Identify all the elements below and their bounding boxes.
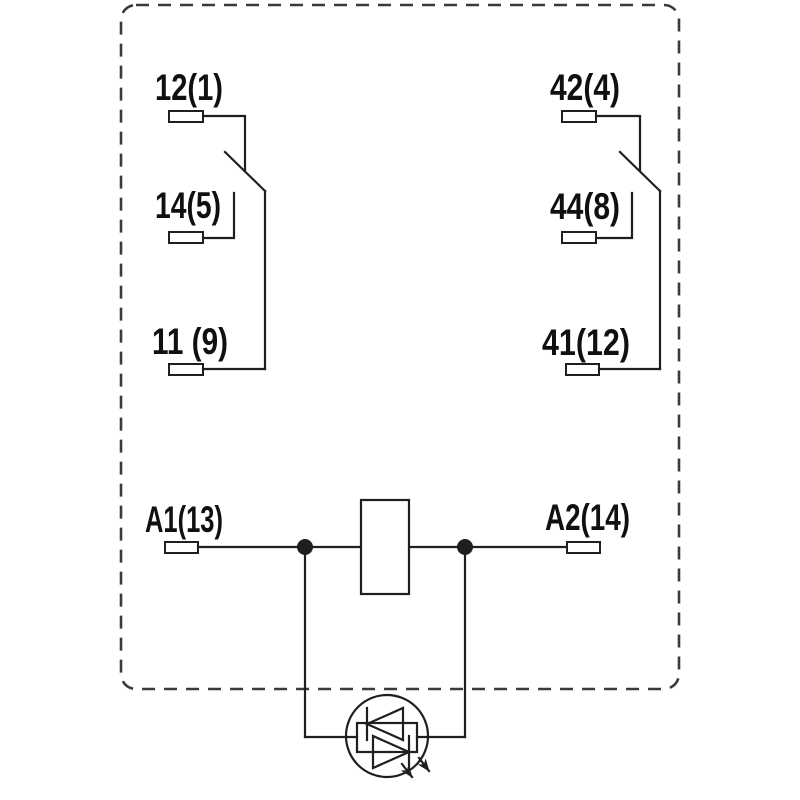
led-emission-arrow-icon — [417, 756, 431, 773]
terminal-label-11: 11 (9) — [152, 321, 228, 362]
terminal-label-41: 41(12) — [542, 322, 630, 363]
coil-symbol — [359, 498, 411, 596]
wire-nc-contact-2 — [594, 114, 642, 172]
terminal-label-a2: A2(14) — [545, 497, 630, 538]
terminal-pin-a2 — [566, 541, 601, 554]
relay-outline-dashed-border — [119, 3, 681, 691]
terminal-pin-14 — [168, 231, 204, 244]
switch-blade-1 — [223, 150, 267, 193]
terminal-label-12: 12(1) — [155, 67, 223, 108]
terminal-pin-42 — [561, 110, 597, 123]
terminal-label-14: 14(5) — [155, 185, 221, 226]
terminal-pin-44 — [561, 231, 597, 244]
wire-no-contact-1 — [201, 191, 236, 240]
terminal-label-42: 42(4) — [550, 67, 620, 108]
wire-nc-contact-1 — [201, 114, 247, 172]
terminal-label-44: 44(8) — [550, 186, 620, 227]
contact-pole-1: 12(1) 14(5) 11 (9) — [152, 67, 267, 376]
terminal-pin-12 — [168, 110, 204, 123]
led-box — [355, 721, 419, 754]
wire-no-contact-2 — [594, 191, 634, 240]
coil-circuit: A1(13) A2(14) — [145, 497, 630, 739]
contact-pole-2: 42(4) 44(8) 41(12) — [542, 67, 662, 376]
terminal-pin-a1 — [164, 541, 199, 554]
led-diode-up-triangle — [364, 706, 405, 742]
led-circle — [344, 693, 430, 779]
switch-blade-2 — [618, 150, 662, 193]
terminal-label-a1: A1(13) — [145, 499, 223, 540]
led-indicator-module — [303, 693, 467, 779]
led-emission-arrow-icon — [400, 762, 414, 779]
terminal-pin-11 — [168, 363, 204, 376]
led-diode-down-triangle — [371, 734, 412, 770]
terminal-pin-41 — [565, 363, 600, 376]
